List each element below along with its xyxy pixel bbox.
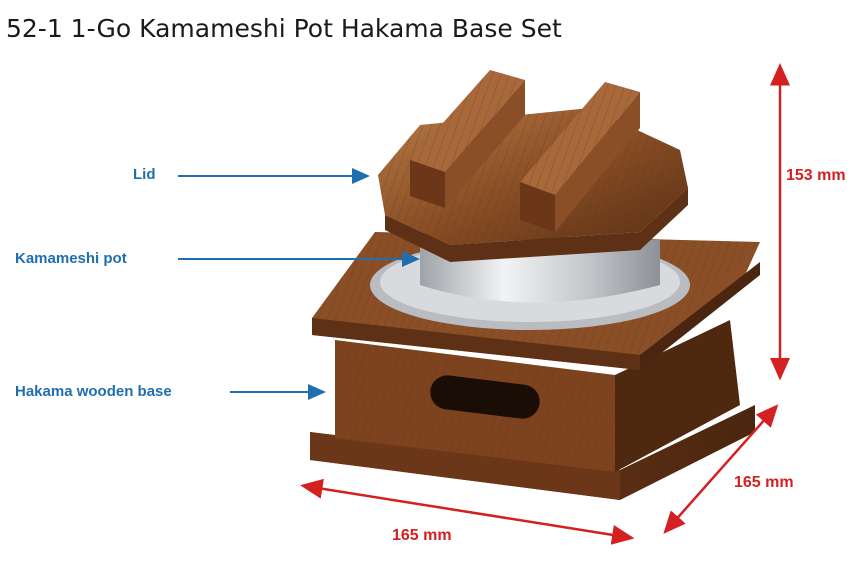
width-dimension-arrow bbox=[300, 478, 635, 545]
page-title: 52-1 1-Go Kamameshi Pot Hakama Base Set bbox=[6, 14, 562, 43]
kamameshi-pot bbox=[370, 240, 690, 330]
depth-dimension-label: 165 mm bbox=[734, 474, 794, 491]
pot-label: Kamameshi pot bbox=[15, 250, 127, 267]
lid-label: Lid bbox=[133, 166, 156, 183]
depth-dimension-arrow bbox=[663, 404, 779, 534]
width-dimension-label: 165 mm bbox=[392, 527, 452, 544]
lid-handle-right bbox=[520, 82, 640, 232]
height-dimension-label: 153 mm bbox=[786, 167, 846, 184]
lid-handle-left bbox=[410, 70, 525, 208]
base-label: Hakama wooden base bbox=[15, 383, 172, 400]
wooden-lid bbox=[378, 70, 688, 262]
